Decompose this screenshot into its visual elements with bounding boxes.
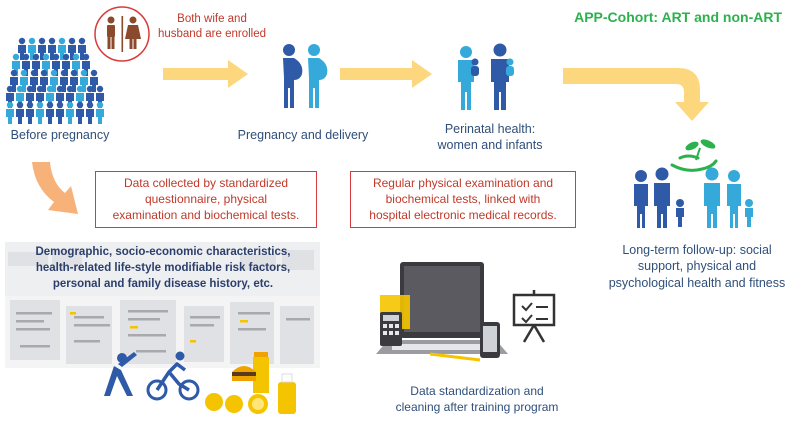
label-before-pregnancy: Before pregnancy — [10, 128, 110, 142]
label-perinatal: Perinatal health: women and infants — [425, 121, 555, 154]
flow-arrow-3 — [563, 68, 709, 121]
yoga-icon — [104, 352, 137, 396]
crowd-person — [56, 101, 64, 124]
box-regular-exam-line-3: hospital electronic medical records. — [369, 208, 557, 223]
label-followup-line-1: Long-term follow-up: social — [622, 243, 772, 257]
label-followup-line-3: psychological health and fitness — [608, 275, 786, 290]
label-pregnancy-delivery: Pregnancy and delivery — [237, 128, 369, 142]
cyclist-icon — [146, 351, 200, 401]
label-perinatal-line-1: Perinatal health: — [444, 122, 536, 136]
food-icon — [205, 352, 296, 414]
flow-arrow-1 — [163, 60, 248, 88]
crowd-person — [36, 101, 44, 124]
crowd-person — [66, 101, 74, 124]
box-data-collected-line-2: questionnaire, physical — [144, 192, 268, 207]
crowd-person — [86, 101, 94, 124]
plant-hands-icon — [670, 139, 718, 172]
label-standardization-line-1: Data standardization and — [410, 384, 544, 398]
label-followup-line-2: support, physical and — [637, 259, 757, 274]
box-data-collected-line-1: Data collected by standardized — [123, 176, 289, 190]
label-perinatal-line-2: women and infants — [437, 138, 543, 153]
demographic-line-2: health-related life-style modifiable ris… — [35, 262, 291, 275]
box-data-collected: Data collected by standardized questionn… — [95, 171, 317, 228]
crowd-person — [6, 101, 14, 124]
presentation-board-icon — [512, 290, 556, 343]
crowd-person — [26, 101, 34, 124]
crowd-person — [76, 101, 84, 124]
box-regular-exam: Regular physical examination and biochem… — [350, 171, 576, 228]
box-regular-exam-line-2: biochemical tests, linked with — [385, 192, 541, 207]
demographic-line-3: personal and family disease history, etc… — [52, 278, 274, 291]
label-standardization-line-2: cleaning after training program — [395, 399, 559, 414]
couple-note-line-1: Both wife and — [177, 13, 247, 25]
label-standardization: Data standardization and cleaning after … — [382, 384, 572, 415]
crowd-person — [96, 101, 104, 124]
parents-with-babies-icon — [458, 43, 514, 110]
label-followup: Long-term follow-up: social support, phy… — [606, 242, 788, 291]
box-data-collected-line-3: examination and biochemical tests. — [112, 208, 300, 223]
cohort-title: APP-Cohort: ART and non-ART — [574, 9, 782, 25]
restroom-icon — [94, 6, 150, 62]
phone-icon — [480, 322, 500, 358]
crowd-person — [16, 101, 24, 124]
pregnant-couple-icon — [283, 44, 328, 108]
family-icon — [634, 167, 753, 228]
demographic-text: Demographic, socio-economic characterist… — [8, 244, 318, 292]
couple-note-line-2: husband are enrolled — [157, 27, 267, 40]
crowd-person — [46, 101, 54, 124]
couple-note: Both wife and husband are enrolled — [152, 12, 272, 42]
box-regular-exam-line-1: Regular physical examination and — [372, 176, 554, 190]
demographic-line-1: Demographic, socio-economic characterist… — [35, 246, 291, 258]
calculator-icon — [380, 312, 402, 346]
crowd-icon — [6, 37, 104, 124]
flow-arrow-2 — [340, 60, 432, 88]
laptop-icon — [376, 262, 508, 362]
documents-background — [5, 242, 320, 368]
curved-arrow-orange — [32, 162, 78, 214]
